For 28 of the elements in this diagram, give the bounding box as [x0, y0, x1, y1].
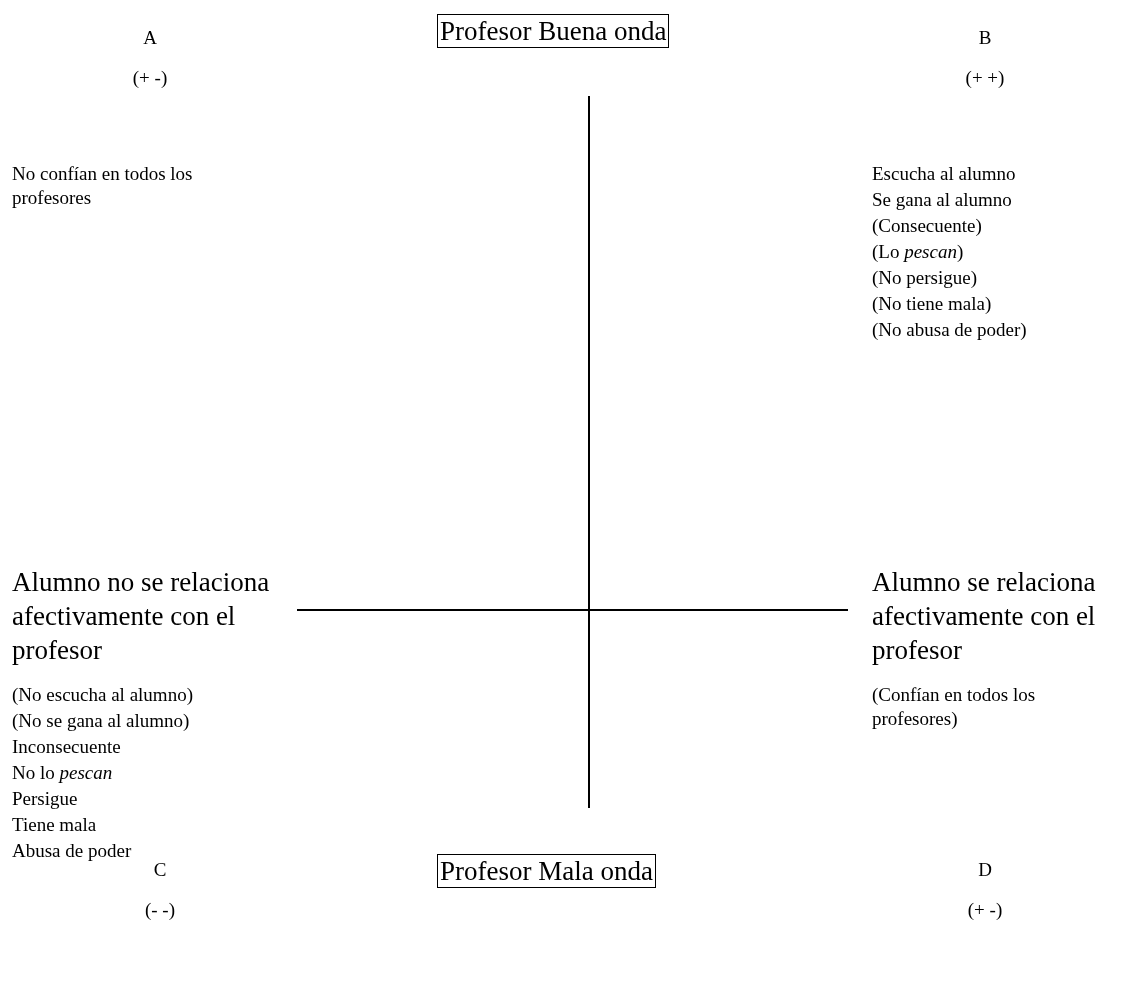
trait-item: (Consecuente): [872, 214, 983, 238]
trait-item: (No escucha al alumno): [12, 683, 194, 707]
trait-item: (No persigue): [872, 266, 978, 290]
boxed-heading: Profesor Mala onda: [437, 854, 656, 888]
trait-item: (No abusa de poder): [872, 318, 1028, 342]
trait-item: (No se gana al alumno): [12, 709, 191, 733]
quadrant-sign: (- -): [143, 898, 177, 922]
quadrant-sign: (+ -): [966, 898, 1004, 922]
trait-item: No lo pescan: [12, 761, 114, 785]
axis-label: Alumno no se relaciona afectivamente con el profesor: [12, 566, 271, 667]
quadrant-note: No confían en todos los profesores: [12, 162, 194, 210]
boxed-heading: Profesor Buena onda: [437, 14, 670, 48]
quadrant-sign: (+ +): [964, 66, 1006, 90]
quadrant-note: (Confían en todos los profesores): [872, 683, 1037, 731]
quadrant-letter: A: [142, 26, 158, 50]
trait-item: Abusa de poder: [12, 839, 133, 863]
quadrant-letter: C: [152, 858, 168, 882]
trait-item: Tiene mala: [12, 813, 98, 837]
trait-item: Persigue: [12, 787, 79, 811]
quadrant-letter: B: [977, 26, 993, 50]
trait-item: Inconsecuente: [12, 735, 122, 759]
axis-label: Alumno se relaciona afectivamente con el profesor: [872, 566, 1097, 667]
trait-item: Se gana al alumno: [872, 188, 1013, 212]
quadrant-sign: (+ -): [131, 66, 169, 90]
trait-item: (Lo pescan): [872, 240, 965, 264]
trait-item: (No tiene mala): [872, 292, 993, 316]
quadrant-letter: D: [977, 858, 993, 882]
trait-item: Escucha al alumno: [872, 162, 1017, 186]
